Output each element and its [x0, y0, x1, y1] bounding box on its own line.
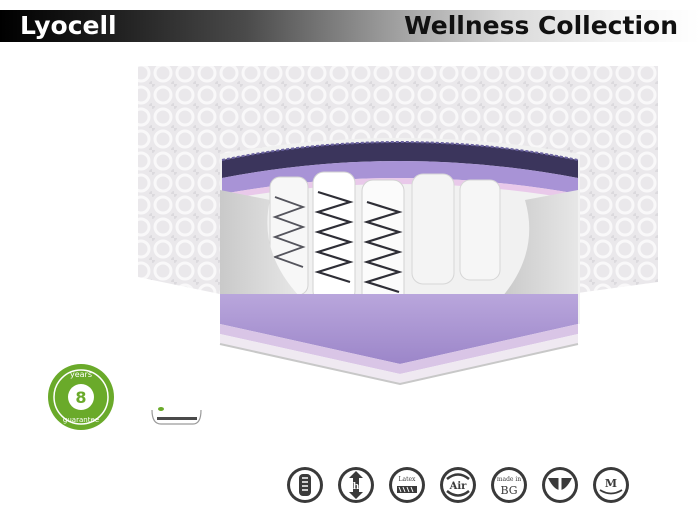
zipper-cover-icon [542, 467, 578, 503]
medium-firmness-icon: M [593, 467, 629, 503]
top-foam-layer [222, 161, 578, 194]
latex-label: Latex [399, 476, 417, 483]
side-foam-left [220, 190, 300, 317]
base-foam-layer [220, 294, 578, 364]
air-label: Air [449, 481, 468, 492]
height-arrows-icon: h [338, 467, 374, 503]
guarantee-bottom-label: guarantee [63, 416, 99, 424]
feature-icons-row: h Latex Air made in BG M [286, 466, 636, 506]
collection-title: Wellness Collection [404, 11, 678, 40]
latex-layer-icon: Latex [389, 467, 425, 503]
side-foam-right [502, 190, 578, 317]
made-in-bg-icon: made in BG [491, 467, 527, 503]
height-label: h [353, 482, 360, 492]
brand-title: Lyocell [20, 11, 117, 40]
spring-net-layer [222, 142, 578, 178]
air-circulation-icon: Air [440, 467, 476, 503]
guarantee-number: 8 [75, 388, 86, 407]
header-bar [0, 10, 700, 42]
zipper-pillow-icon [287, 467, 323, 503]
country-label: BG [500, 484, 517, 497]
firmness-label: M [605, 477, 617, 490]
made-in-label: made in [497, 476, 521, 483]
guarantee-years-label: years [70, 370, 92, 379]
mattress-cutaway-image [138, 66, 658, 386]
mattress-profile-thumbnail [151, 407, 202, 425]
guarantee-badge: years 8 guarantee [48, 364, 114, 430]
